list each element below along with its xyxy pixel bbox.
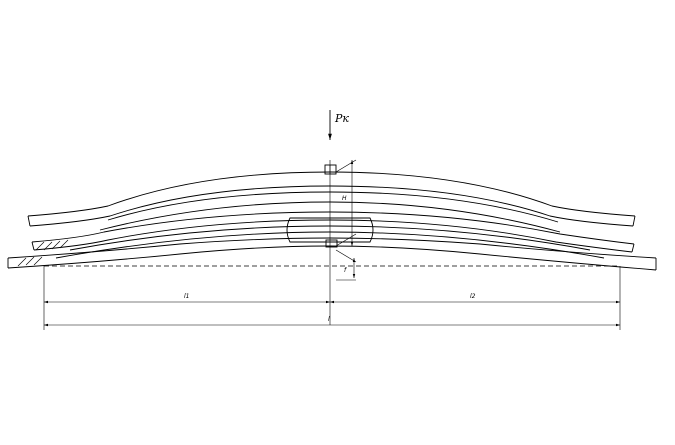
leaf-end-hatching — [17, 239, 69, 267]
center-bolt-head — [324, 164, 337, 175]
height-label-lower: f — [344, 267, 347, 274]
center-bolt-nut — [325, 239, 338, 248]
load-label: Pк — [334, 112, 349, 125]
dimension-l1-label: l1 — [184, 293, 189, 300]
center-clamp — [286, 217, 374, 243]
dimension-l2-label: l2 — [470, 293, 476, 300]
height-label-upper: H — [342, 195, 347, 202]
dimension-l-total-label: l — [328, 316, 330, 323]
height-dimension-upper — [335, 159, 357, 247]
height-dimension-lower — [335, 249, 357, 281]
